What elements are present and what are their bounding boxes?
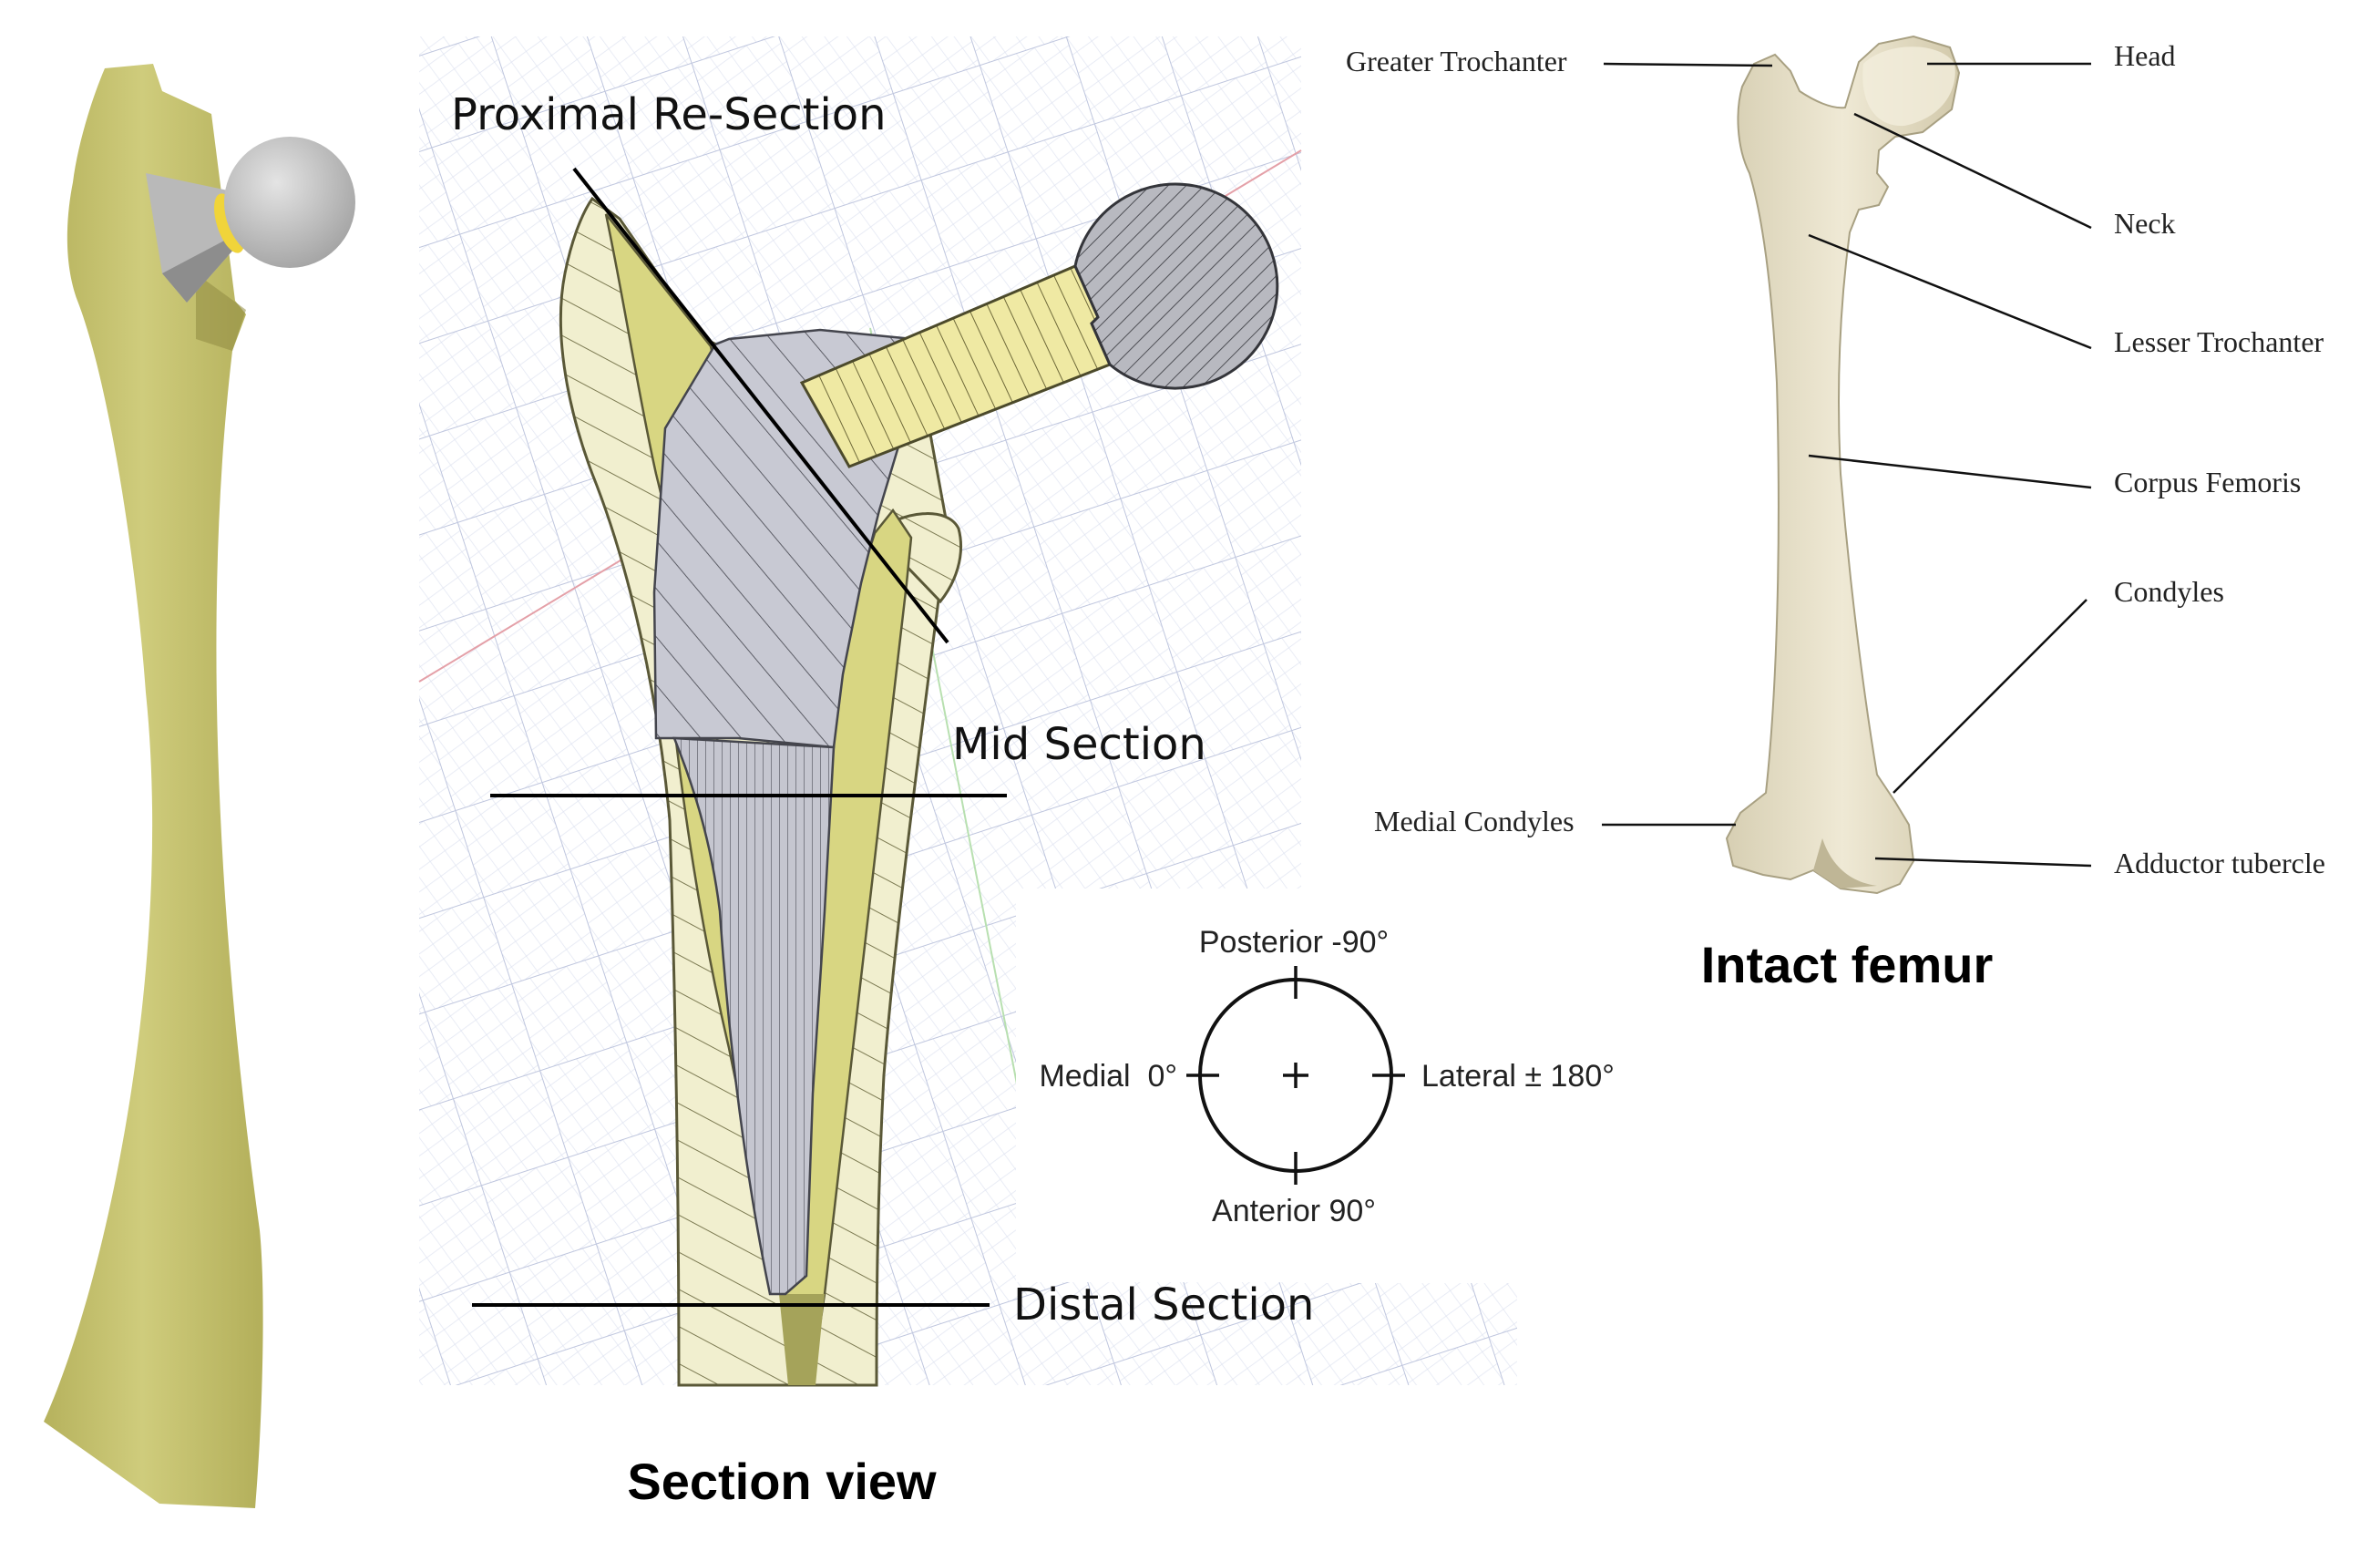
- femur-3d-shaft: [44, 64, 263, 1508]
- lesser-trochanter-label: Lesser Trochanter: [2114, 325, 2324, 358]
- femur-3d-resection-face: [196, 273, 246, 351]
- femoral-ball-head: [224, 137, 355, 268]
- neck-label: Neck: [2114, 207, 2176, 240]
- lateral-label: Lateral ± 180°: [1421, 1059, 1615, 1094]
- canal-distal-dark: [779, 1294, 825, 1385]
- distal-section-label: Distal Section: [1013, 1279, 1314, 1330]
- femur-3d-model: [44, 64, 355, 1508]
- leader-adductor-tubercle: [1874, 857, 2092, 868]
- femur-bone-photo: [1725, 35, 1961, 895]
- adductor-tubercle-label: Adductor tubercle: [2114, 847, 2325, 879]
- femoral-head-section: [1073, 182, 1279, 390]
- anterior-label: Anterior 90°: [1212, 1194, 1376, 1228]
- section-view-caption: Section view: [627, 1453, 937, 1510]
- orientation-inset-background: [1016, 889, 1636, 1282]
- leader-lesser-trochanter: [1808, 233, 2092, 350]
- section-view-panel: Proximal Re-Section Mid Section Distal S…: [418, 36, 1517, 1510]
- stem-distal-body: [672, 736, 836, 1296]
- orientation-inset: Posterior -90° Medial 0° Lateral ± 180° …: [1016, 889, 1636, 1282]
- posterior-label: Posterior -90°: [1199, 925, 1389, 960]
- corpus-femoris-label: Corpus Femoris: [2114, 466, 2301, 498]
- head-label: Head: [2114, 39, 2176, 72]
- proximal-resection-label: Proximal Re-Section: [451, 89, 887, 140]
- leader-neck: [1853, 112, 2092, 230]
- leader-condyles: [1893, 599, 2088, 794]
- implant-neck-shadow: [162, 239, 235, 303]
- proximal-resection-line: [572, 167, 949, 644]
- mid-section-label: Mid Section: [952, 719, 1206, 770]
- condyles-label: Condyles: [2114, 575, 2224, 608]
- greater-trochanter-label: Greater Trochanter: [1346, 45, 1567, 77]
- femur-condyle-shadow: [1813, 838, 1877, 889]
- medial-condyles-label: Medial Condyles: [1374, 805, 1575, 837]
- leader-corpus-femoris: [1808, 454, 2092, 489]
- intact-femur-panel: Greater Trochanter Head Neck Lesser Troc…: [1346, 35, 2325, 993]
- intact-femur-caption: Intact femur: [1701, 936, 1994, 993]
- leader-greater-trochanter: [1603, 62, 1773, 67]
- femur-head-highlight: [1862, 46, 1955, 127]
- section-grid-extension: [1298, 1283, 1517, 1385]
- medial-label: Medial 0°: [1039, 1059, 1177, 1094]
